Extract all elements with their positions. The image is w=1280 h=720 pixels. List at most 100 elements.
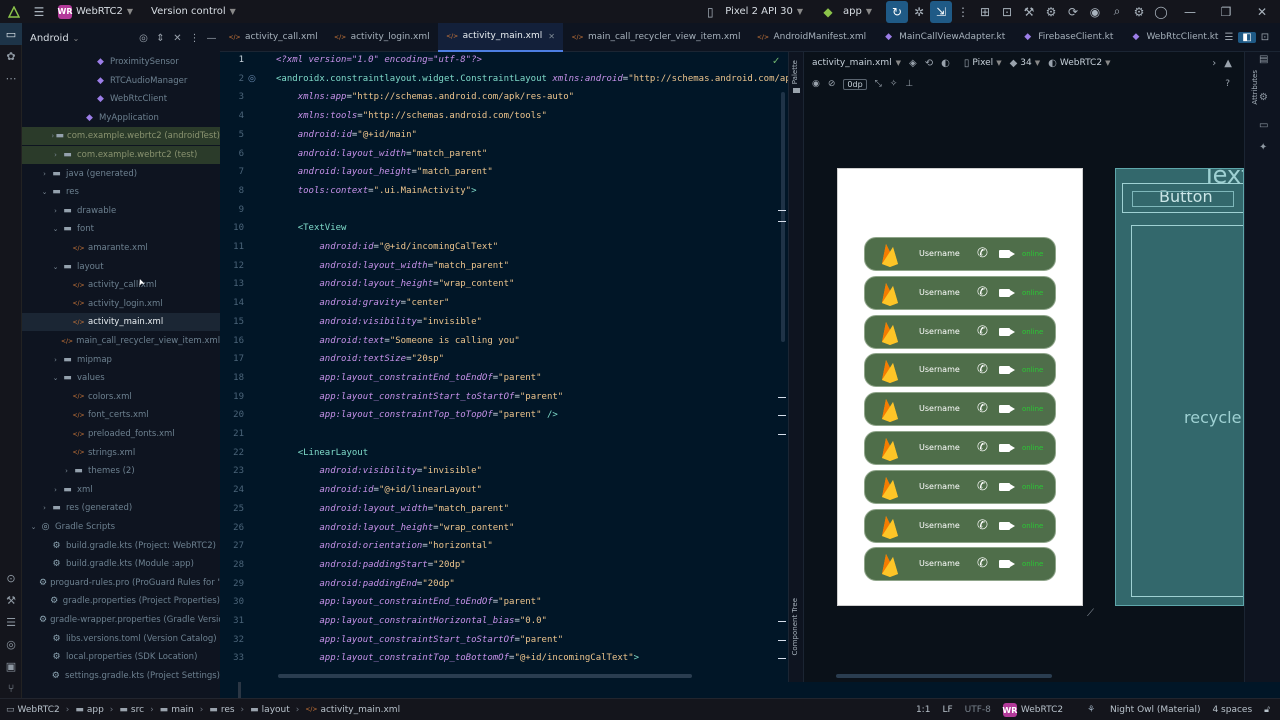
audio-call-icon[interactable]: ✆ [977,556,988,572]
theme-selector[interactable]: WebRTC2 [1059,58,1103,68]
layout-blueprint[interactable]: Textv Button recycle [1115,168,1244,606]
chevron-down-icon[interactable]: ▼ [796,7,804,16]
code-line[interactable]: app:layout_constraintStart_toStartOf="pa… [276,392,563,402]
tree-item[interactable]: ⌄▬values [22,369,220,387]
sync-icon[interactable]: ⟳ [1067,4,1079,19]
code-line[interactable]: android:orientation="horizontal" [276,541,492,551]
more-tools-icon[interactable]: ⋯ [5,71,17,85]
apply-changes-icon[interactable]: ↻ [886,0,908,23]
terminal-icon[interactable]: ▣ [5,659,17,673]
warning-icon[interactable]: ▲ [1224,57,1232,69]
chevron-down-icon[interactable]: ⌄ [52,225,59,234]
logcat-icon[interactable]: ☰ [6,615,16,629]
code-line[interactable]: android:layout_height="wrap_content" [276,523,514,533]
tree-item[interactable]: ⚙build.gradle.kts (Module :app) [22,555,220,573]
tree-item[interactable]: ◆RTCAudioManager [22,72,220,90]
tree-item[interactable]: ⚙settings.gradle.kts (Project Settings) [22,667,220,685]
split-design-icon[interactable]: ◧ [1238,32,1256,43]
restore-icon[interactable]: ❐ [1220,4,1232,19]
tree-item[interactable]: </>strings.xml [22,444,220,462]
debug-icon[interactable]: ✲ [913,4,925,19]
video-call-icon[interactable] [999,482,1015,491]
chevron-down-icon[interactable]: ▼ [1034,59,1041,67]
editor-vertical-scrollbar[interactable] [781,92,785,342]
indent-setting[interactable]: 4 spaces [1212,705,1253,715]
editor-tab[interactable]: </>main_call_recycler_view_item.xml [563,23,748,52]
sdk-manager-icon[interactable]: ◉ [1089,4,1101,19]
code-line[interactable]: android:layout_height="wrap_content" [276,279,514,289]
video-call-icon[interactable] [999,521,1015,530]
device-mirroring-icon[interactable]: ⊡ [1001,4,1013,19]
design-view-icon[interactable]: ⊡ [1260,32,1270,43]
chevron-down-icon[interactable]: ⌄ [72,33,80,43]
device-manager-icon[interactable]: ⊞ [979,4,991,19]
tree-item[interactable]: ◆ProximitySensor [22,53,220,71]
settings-icon[interactable]: ⚙ [1133,4,1145,19]
code-line[interactable]: app:layout_constraintTop_toTopOf="parent… [276,410,557,420]
tree-item[interactable]: </>activity_main.xml [22,313,220,332]
search-icon[interactable]: ⌕ [1113,4,1121,18]
device-selector[interactable]: Pixel [972,58,994,68]
video-call-icon[interactable] [999,405,1015,414]
chevron-down-icon[interactable]: ⌄ [52,374,59,383]
chevron-right-icon[interactable]: › [54,206,57,215]
project-view-selector[interactable]: Android [30,32,69,44]
tree-item[interactable]: ⚙libs.versions.toml (Version Catalog) [22,630,220,648]
code-line[interactable]: android:text="Someone is calling you" [276,336,520,346]
user-list-item[interactable]: Username✆online [864,469,1056,504]
editor-tab[interactable]: ◆MainCallViewAdapter.kt [874,23,1013,52]
gradle-icon[interactable]: ⚙ [1259,92,1268,103]
vcs-menu[interactable]: Version control [151,6,226,17]
chevron-right-icon[interactable]: › [54,355,57,364]
chevron-right-icon[interactable]: › [51,132,55,141]
tree-item[interactable]: ⚙local.properties (SDK Location) [22,648,220,666]
clear-constraints-icon[interactable]: ⤡ [874,79,882,89]
blueprint-recyclerview[interactable]: recycle [1131,225,1243,597]
palette-tab[interactable]: Palette [791,60,799,85]
audio-call-icon[interactable]: ✆ [977,440,988,455]
user-list-item[interactable]: Username✆online [864,547,1056,582]
resource-manager-icon[interactable]: ✿ [6,49,16,63]
orientation-icon[interactable]: ⟲ [924,57,934,69]
autoconnect-icon[interactable]: ⊘ [827,79,836,89]
api-selector[interactable]: 34 [1020,58,1032,68]
resize-handle-icon[interactable]: ⟋ [1087,608,1094,619]
code-line[interactable]: app:layout_constraintStart_toStartOf="pa… [276,635,563,645]
code-line[interactable]: tools:context=".ui.MainActivity"> [276,186,477,196]
component-tree-tab[interactable]: Component Tree [791,598,799,656]
chevron-down-icon[interactable]: ⌄ [41,188,48,197]
tree-item[interactable]: ◆WebRtcClient [22,90,220,108]
help-icon[interactable]: ? [1225,79,1230,89]
guidelines-icon[interactable]: ⊥ [905,79,914,89]
file-encoding[interactable]: UTF-8 [964,705,991,715]
user-list-item[interactable]: Username✆online [864,237,1056,271]
breadcrumb-item[interactable]: ▬app [75,705,103,715]
video-call-icon[interactable] [999,288,1015,297]
chevron-down-icon[interactable]: ⌄ [52,262,59,271]
chevron-down-icon[interactable]: ▼ [895,59,902,67]
design-file-selector[interactable]: activity_main.xml [812,58,892,68]
video-call-icon[interactable] [999,327,1015,336]
expand-all-icon[interactable]: ⇕ [156,32,165,44]
code-line[interactable]: android:id="@+id/linearLayout" [276,485,482,495]
code-line[interactable]: android:layout_width="match_parent" [276,504,509,514]
design-surface-icon[interactable]: ◈ [909,57,917,69]
night-mode-icon[interactable]: ◐ [941,57,950,69]
tree-item[interactable]: ⚙gradle.properties (Project Properties) [22,592,220,610]
code-line[interactable]: android:visibility="invisible" [276,466,482,476]
options-icon[interactable]: ⋮ [189,32,200,44]
theme-widget[interactable]: ⚘ Night Owl (Material) [1075,705,1200,715]
chevron-down-icon[interactable]: ▼ [126,7,134,16]
code-line[interactable]: android:gravity="center" [276,298,449,308]
minimize-icon[interactable]: — [1184,4,1196,19]
user-list-item[interactable]: Username✆online [864,353,1056,388]
chevron-right-icon[interactable]: › [54,485,57,494]
breadcrumb-item[interactable]: ▬src [119,705,144,715]
gemini-icon[interactable]: ✦ [1259,142,1268,153]
code-line[interactable]: android:layout_height="match_parent" [276,167,493,177]
tree-item[interactable]: </>activity_login.xml [22,295,220,313]
chevron-down-icon[interactable]: ▼ [229,7,236,16]
breadcrumb-item[interactable]: ▬layout [250,705,290,715]
